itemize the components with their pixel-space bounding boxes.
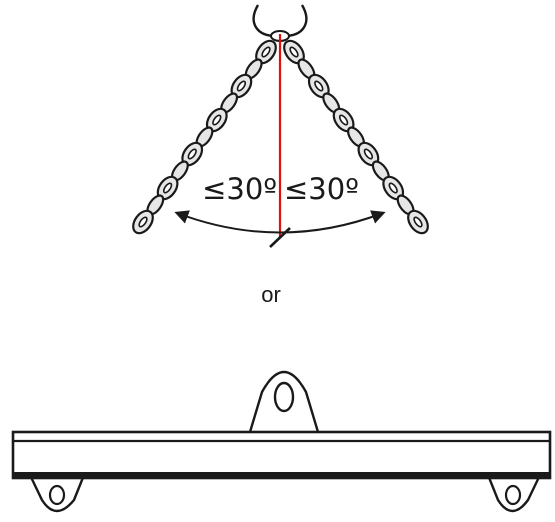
hook-right (283, 4, 308, 38)
chain-leg-right (283, 39, 429, 235)
beam-bottom-lug-left-hole (48, 484, 66, 506)
centre-tick-mark (269, 227, 291, 248)
chain-left-link (181, 141, 204, 167)
beam-top-lug-hole (273, 381, 295, 413)
spreader-beam (11, 371, 552, 513)
beam-bottom-flange (13, 472, 550, 479)
chain-left-link (132, 209, 154, 235)
chain-right-link (283, 39, 305, 65)
angle-arc-arrow (174, 210, 386, 234)
chain-leg-left (132, 39, 277, 235)
hook-left (252, 4, 277, 38)
chain-right-link (382, 175, 405, 201)
angle-label-left: ≤30º (202, 172, 277, 206)
beam-body (11, 430, 552, 480)
chain-right-link (357, 141, 380, 167)
chain-left-link (205, 107, 228, 133)
chain-right-link (407, 209, 429, 235)
beam-bottom-lug-right-hole (504, 484, 522, 506)
angle-label-right: ≤30º (284, 172, 359, 206)
chain-left-link (156, 175, 179, 201)
separator-or: or (261, 282, 281, 307)
